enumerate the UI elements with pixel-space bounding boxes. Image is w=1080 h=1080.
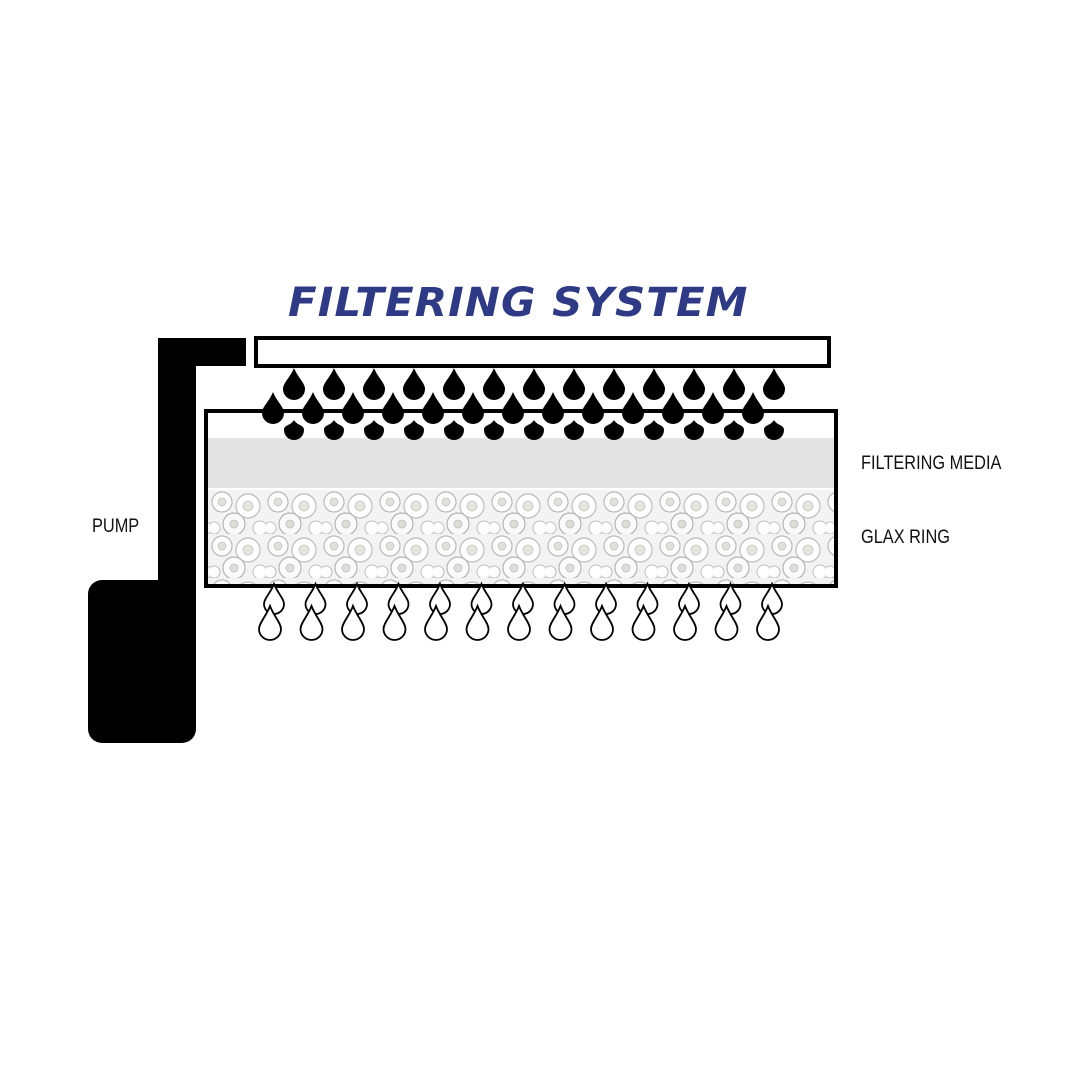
water-drop-icon <box>542 392 564 424</box>
water-drop-outline-icon <box>424 603 448 641</box>
water-drop-outline-icon <box>346 581 368 615</box>
water-drop-icon <box>284 420 304 440</box>
water-drop-icon <box>662 392 684 424</box>
water-drop-outline-icon <box>595 581 617 615</box>
water-drop-icon <box>502 392 524 424</box>
water-drop-icon <box>324 420 344 440</box>
water-drop-icon <box>483 368 505 400</box>
water-drop-outline-icon <box>673 603 697 641</box>
water-drop-icon <box>683 368 705 400</box>
filtering-media-layer <box>208 438 834 488</box>
water-drop-icon <box>302 392 324 424</box>
water-drop-icon <box>403 368 425 400</box>
water-drop-outline-icon <box>719 581 742 615</box>
water-drop-icon <box>382 392 404 424</box>
water-drop-icon <box>262 392 284 424</box>
water-drop-icon <box>363 368 385 400</box>
water-drop-icon <box>723 368 745 400</box>
water-drop-icon <box>702 392 724 424</box>
water-drop-icon <box>404 420 424 440</box>
water-drop-icon <box>564 420 584 440</box>
water-drop-outline-icon <box>387 581 410 615</box>
water-drop-outline-icon <box>263 581 285 615</box>
water-drop-outline-icon <box>299 603 324 641</box>
outflow-drops <box>258 581 783 641</box>
water-drop-outline-icon <box>429 581 451 615</box>
water-drop-outline-icon <box>553 581 576 615</box>
label-glax-ring: GLAX RING <box>861 527 950 548</box>
water-drop-outline-icon <box>258 603 282 641</box>
pump-body <box>88 580 196 743</box>
water-drop-icon <box>524 420 544 440</box>
water-drop-outline-icon <box>507 603 531 641</box>
water-drop-icon <box>422 392 444 424</box>
water-drop-icon <box>622 392 644 424</box>
water-drop-outline-icon <box>761 581 783 615</box>
falling-drops <box>262 368 785 440</box>
diagram-title: FILTERING SYSTEM <box>288 280 749 326</box>
pump-assembly <box>88 338 246 743</box>
water-drop-outline-icon <box>756 603 780 641</box>
water-drop-icon <box>644 420 664 440</box>
water-drop-icon <box>364 420 384 440</box>
water-drop-outline-icon <box>304 581 327 615</box>
water-drop-outline-icon <box>341 603 365 641</box>
water-drop-icon <box>763 368 785 400</box>
water-drop-outline-icon <box>714 603 739 641</box>
water-drop-icon <box>462 392 484 424</box>
label-filtering-media: FILTERING MEDIA <box>861 453 1002 474</box>
pump-pipe-horizontal <box>158 338 246 366</box>
water-drop-outline-icon <box>465 603 490 641</box>
water-drop-icon <box>444 420 464 440</box>
water-drop-icon <box>342 392 364 424</box>
water-drop-outline-icon <box>548 603 573 641</box>
water-drop-icon <box>443 368 465 400</box>
water-drop-outline-icon <box>512 581 534 615</box>
water-drop-icon <box>684 420 704 440</box>
water-drop-icon <box>742 392 764 424</box>
water-drop-icon <box>323 368 345 400</box>
water-drop-outline-icon <box>631 603 656 641</box>
water-drop-icon <box>764 420 784 440</box>
water-drop-icon <box>603 368 625 400</box>
water-drop-icon <box>724 420 744 440</box>
glax-ring-layer <box>208 490 834 585</box>
water-drop-icon <box>484 420 504 440</box>
pump-pipe-vertical <box>158 338 196 598</box>
water-drop-icon <box>523 368 545 400</box>
water-drop-icon <box>582 392 604 424</box>
water-drop-outline-icon <box>470 581 493 615</box>
filter-tray <box>204 409 838 588</box>
water-drop-icon <box>563 368 585 400</box>
water-drop-icon <box>643 368 665 400</box>
spray-bar <box>254 336 831 368</box>
water-drop-outline-icon <box>678 581 700 615</box>
water-drop-outline-icon <box>636 581 659 615</box>
water-drop-outline-icon <box>590 603 614 641</box>
label-pump: PUMP <box>92 516 140 537</box>
water-drop-outline-icon <box>382 603 407 641</box>
water-drop-icon <box>283 368 305 400</box>
water-drop-icon <box>604 420 624 440</box>
